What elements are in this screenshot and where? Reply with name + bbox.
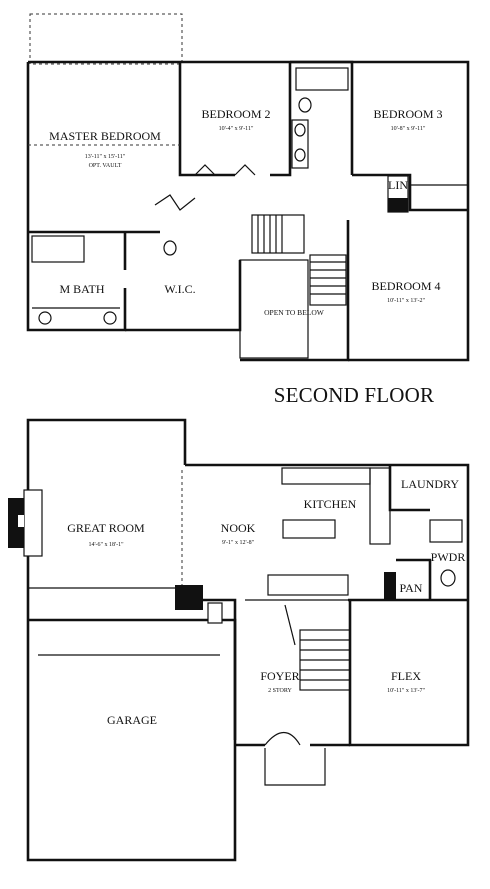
garage-door-to-house xyxy=(207,602,223,624)
bedroom2-door xyxy=(234,164,256,176)
hall-bath-wall xyxy=(290,60,354,175)
powder-sink xyxy=(429,519,463,543)
nook-dims: 9'-1" x 12'-8" xyxy=(222,540,255,546)
kitchen-label: KITCHEN xyxy=(304,497,357,511)
powder-label: PWDR xyxy=(431,550,466,564)
master-tub xyxy=(31,235,85,263)
main-stair xyxy=(284,604,351,691)
pantry-label: PAN xyxy=(400,581,423,595)
flex-dims: 10'-11" x 13'-7" xyxy=(387,688,425,694)
bedroom2-left-wall xyxy=(178,62,235,177)
bedroom2-label: BEDROOM 2 xyxy=(201,107,270,121)
bedroom3-bottom-wall xyxy=(352,173,468,212)
second-floor-plan: MASTER BEDROOM 13'-11" x 15'-11" OPT. VA… xyxy=(26,13,470,407)
second-floor-outer-wall-left xyxy=(26,62,127,332)
master-sink-2 xyxy=(103,311,117,325)
master-bedroom-note: OPT. VAULT xyxy=(89,163,122,169)
foyer-label: FOYER xyxy=(260,669,299,683)
hall-bath-tub xyxy=(295,67,349,91)
fireplace-hearth xyxy=(23,489,43,557)
bedroom4-label: BEDROOM 4 xyxy=(371,279,440,293)
bedroom2-closet-door xyxy=(194,164,216,176)
great-room-label: GREAT ROOM xyxy=(67,521,145,535)
bedroom3-dims: 10'-8" x 9'-11" xyxy=(391,126,426,132)
bedroom2-right-wall xyxy=(270,62,292,177)
fireplace-opening xyxy=(18,515,24,527)
powder-toilet xyxy=(440,569,456,587)
pantry-wall xyxy=(396,558,432,600)
foyer-dims: 2 STORY xyxy=(268,688,292,694)
upper-stair xyxy=(251,214,347,306)
master-bath-label: M BATH xyxy=(59,282,104,296)
garage-label: GARAGE xyxy=(107,713,157,727)
column-block xyxy=(175,585,203,610)
master-bedroom-dims: 13'-11" x 15'-11" xyxy=(85,154,126,160)
kitchen-lower-counter xyxy=(267,574,349,596)
wic-label: W.I.C. xyxy=(164,282,195,296)
great-room-dims: 14'-6" x 18'-1" xyxy=(88,542,124,548)
laundry-label: LAUNDRY xyxy=(401,477,459,491)
flex-label: FLEX xyxy=(391,669,421,683)
master-sink-1 xyxy=(38,311,52,325)
linen-closet-fill xyxy=(388,198,408,212)
master-toilet xyxy=(163,240,177,256)
kitchen-upper-counter xyxy=(281,467,371,485)
bedroom2-dims: 10'-4" x 9'-11" xyxy=(219,126,254,132)
front-porch xyxy=(264,748,326,786)
bedroom3-label: BEDROOM 3 xyxy=(373,107,442,121)
second-floor-heading: SECOND FLOOR xyxy=(274,383,435,407)
nook-label: NOOK xyxy=(221,521,256,535)
master-bedroom-label: MASTER BEDROOM xyxy=(49,129,161,143)
kitchen-side-counter xyxy=(369,467,391,545)
hall-vanity xyxy=(291,119,309,169)
open-to-below-label: OPEN TO BELOW xyxy=(264,308,325,317)
first-floor-plan: GREAT ROOM 14'-6" x 18'-1" NOOK 9'-1" x … xyxy=(8,418,470,862)
bedroom4-dims: 10'-11" x 13'-2" xyxy=(387,298,425,304)
kitchen-island xyxy=(282,519,336,539)
open-to-below-area xyxy=(239,259,309,359)
hall-door-swing-1 xyxy=(154,194,196,211)
open-to-below-wall xyxy=(240,220,350,362)
pantry-block xyxy=(384,572,396,600)
flex-walls xyxy=(348,600,470,747)
hall-sink-2 xyxy=(294,148,306,162)
hall-toilet xyxy=(298,97,312,113)
kitchen-outer-wall xyxy=(185,463,470,600)
linen-label: LIN xyxy=(388,178,408,192)
upper-dashed-outline xyxy=(29,13,183,65)
great-room-outer-wall xyxy=(26,418,187,620)
front-door-swing xyxy=(264,731,301,746)
hall-sink-1 xyxy=(294,123,306,137)
garage-walls xyxy=(26,618,237,862)
laundry-wall xyxy=(388,465,430,512)
